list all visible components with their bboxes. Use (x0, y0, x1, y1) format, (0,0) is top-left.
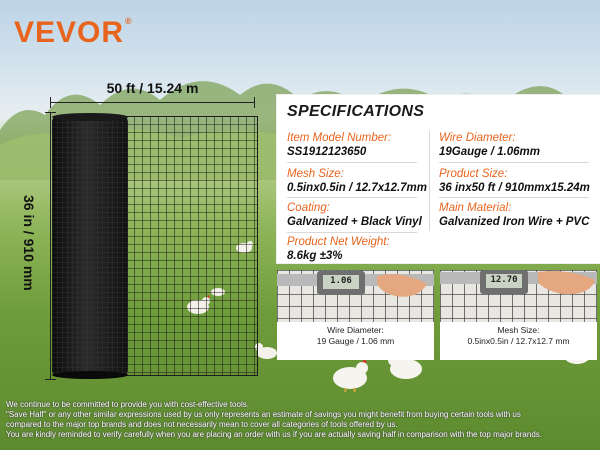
spec-divider (287, 197, 417, 198)
spec-label: Coating: (287, 202, 330, 214)
spec-value: SS1912123650 (287, 146, 367, 158)
width-dimension-cap-right (254, 97, 255, 108)
spec-label: Wire Diameter: (439, 132, 516, 144)
spec-label: Main Material: (439, 202, 512, 214)
caliper-reading: 1.06 (330, 276, 352, 286)
caliper-reading: 12.70 (490, 275, 518, 285)
caption-value: 19 Gauge / 1.06 mm (316, 336, 395, 346)
caption-title: Wire Diameter: (327, 325, 384, 335)
spec-divider (287, 232, 417, 233)
wire-diameter-photo-card: Wire Diameter: 19 Gauge / 1.06 mm 1.06 (277, 270, 434, 360)
spec-net-weight: Product Net Weight: 8.6kg ±3% (287, 235, 390, 264)
spec-divider (439, 162, 589, 163)
specifications-title: SPECIFICATIONS (287, 103, 425, 120)
disclaimer-line: compared to the major top brands and doe… (6, 420, 398, 429)
chicken-image (333, 360, 368, 392)
spec-coating: Coating: Galvanized + Black Vinyl (287, 201, 422, 230)
mesh-roll-image (52, 113, 128, 379)
height-label: 36 in / 910 mm (21, 195, 37, 291)
disclaimer-line: "Save Half" or any other similar express… (6, 410, 521, 419)
spec-main-material: Main Material: Galvanized Iron Wire + PV… (439, 201, 589, 230)
disclaimer-line: We continue to be committed to provide y… (6, 400, 249, 409)
width-dimension-cap-left (50, 97, 51, 108)
width-dimension: 50 ft / 15.24 m (50, 80, 255, 108)
spec-wire-diameter: Wire Diameter: 19Gauge / 1.06mm (439, 131, 540, 160)
spec-value: Galvanized Iron Wire + PVC (439, 216, 590, 228)
spec-value: 36 inx50 ft / 910mmx15.24m (439, 182, 590, 194)
spec-label: Mesh Size: (287, 168, 344, 180)
mesh-size-photo-card: Mesh Size: 0.5inx0.5in / 12.7x12.7 mm 12… (440, 270, 597, 360)
spec-product-size: Product Size: 36 inx50 ft / 910mmx15.24m (439, 167, 590, 196)
caption-title: Mesh Size: (497, 325, 540, 335)
spec-label: Item Model Number: (287, 132, 392, 144)
spec-divider (439, 197, 589, 198)
caliper-mesh-photo (440, 270, 597, 322)
spec-label: Product Size: (439, 168, 508, 180)
width-dimension-line (50, 102, 255, 103)
trademark-symbol: ® (125, 16, 133, 26)
disclaimer-line: You are kindly reminded to verify carefu… (6, 430, 542, 439)
chicken-image (255, 343, 277, 359)
spec-value: Galvanized + Black Vinyl (287, 216, 422, 228)
brand-logo: VEVOR® (14, 16, 133, 50)
height-dimension: 36 in / 910 mm (14, 112, 56, 380)
height-dimension-line (50, 112, 51, 380)
wire-diameter-caption: Wire Diameter: 19 Gauge / 1.06 mm (277, 325, 434, 347)
disclaimer-text: We continue to be committed to provide y… (6, 400, 600, 440)
spec-mesh-size: Mesh Size: 0.5inx0.5in / 12.7x12.7mm (287, 167, 427, 196)
height-dimension-cap-top (45, 112, 56, 113)
spec-label: Product Net Weight: (287, 236, 390, 248)
spec-model-number: Item Model Number: SS1912123650 (287, 131, 391, 160)
spec-value: 0.5inx0.5in / 12.7x12.7mm (287, 182, 428, 194)
mesh-size-caption: Mesh Size: 0.5inx0.5in / 12.7x12.7 mm (440, 325, 597, 347)
spec-value: 19Gauge / 1.06mm (439, 146, 540, 158)
width-label: 50 ft / 15.24 m (106, 80, 199, 96)
specifications-column-divider (429, 131, 430, 231)
spec-divider (287, 162, 417, 163)
brand-logo-text: VEVOR (14, 16, 125, 49)
caption-value: 0.5inx0.5in / 12.7x12.7 mm (467, 336, 570, 346)
specifications-card: SPECIFICATIONS Item Model Number: SS1912… (277, 95, 600, 263)
spec-value: 8.6kg ±3% (287, 250, 343, 262)
caliper-wire-photo (277, 270, 434, 322)
height-dimension-cap-bottom (45, 379, 56, 380)
unrolled-mesh-panel (118, 116, 258, 376)
